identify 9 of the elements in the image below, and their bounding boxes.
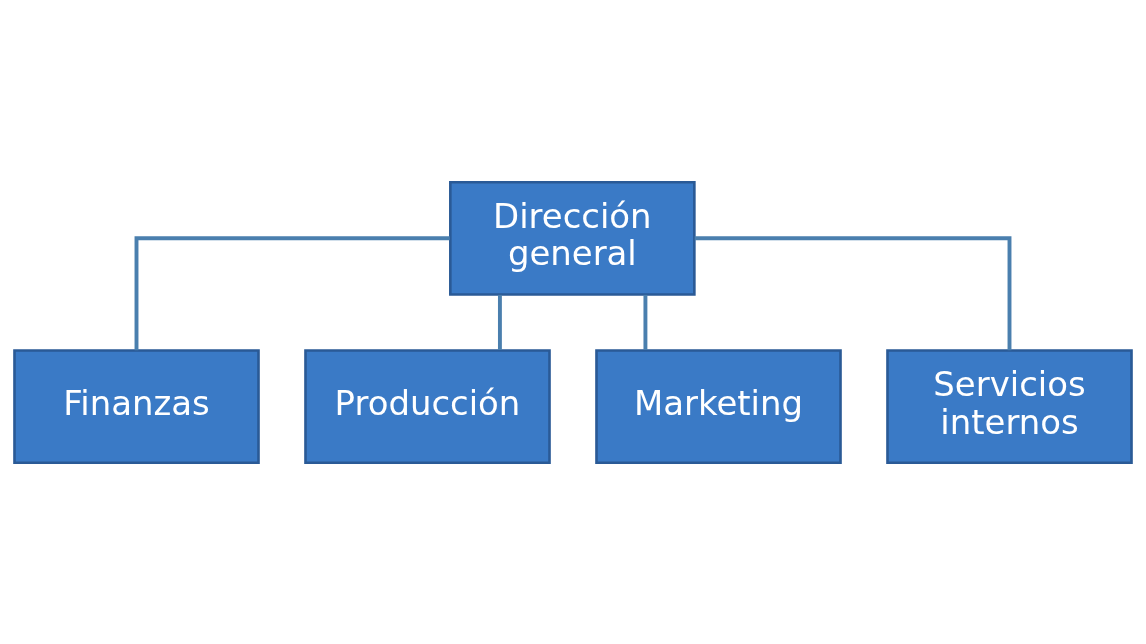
connector: [694, 235, 1012, 350]
node-box: Finanzas: [13, 348, 260, 464]
node-box: Producción: [304, 348, 551, 464]
node-box: Servicios internos: [886, 348, 1133, 464]
node-box: Dirección general: [449, 180, 696, 296]
connector: [497, 294, 502, 350]
connector: [643, 294, 648, 350]
connector: [134, 235, 450, 350]
node-box: Marketing: [595, 348, 842, 464]
